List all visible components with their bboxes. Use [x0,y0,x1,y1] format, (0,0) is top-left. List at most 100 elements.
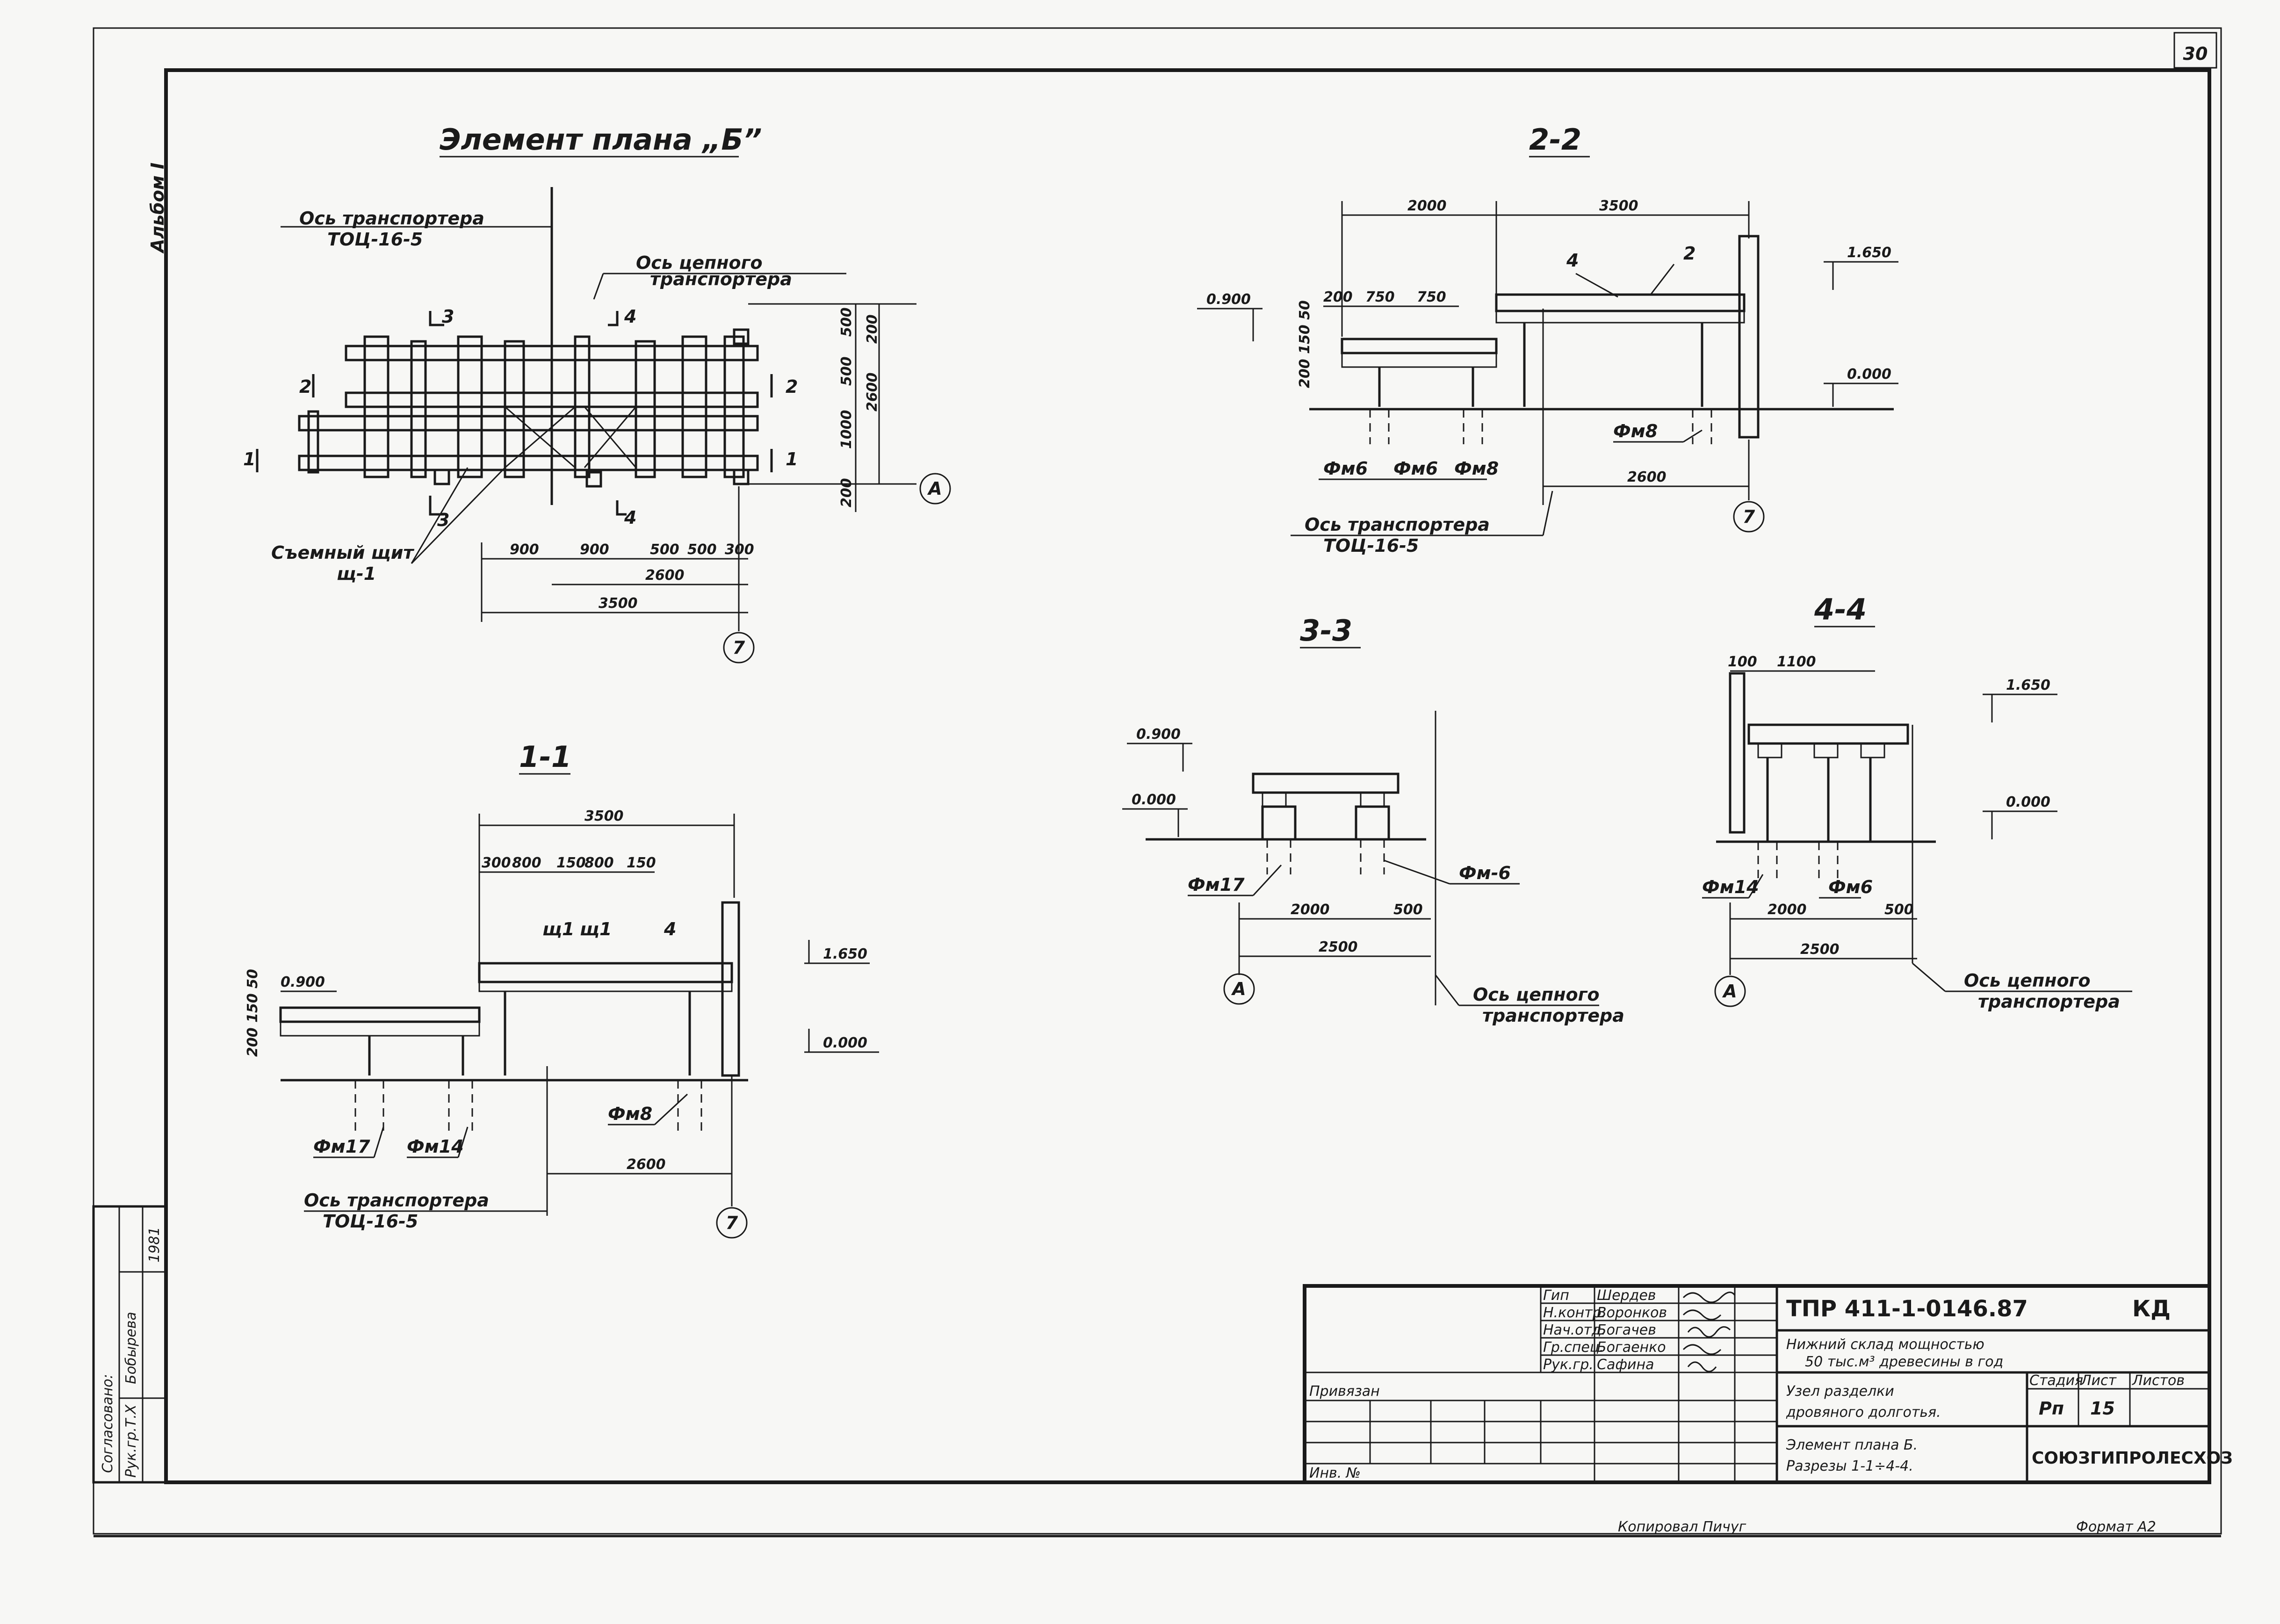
tb-subject-1: Узел разделки [1786,1383,1894,1400]
plan-post [363,335,390,478]
plan-dim-bottom-3: 500 [650,541,679,558]
tb-role-3: Нач.отд. [1543,1322,1606,1338]
plan-post [504,340,525,478]
plan-chain-axis-2: транспортера [650,269,792,289]
sec11-level-1650: 1.650 [823,946,867,962]
tb-name-1: Шердев [1597,1287,1656,1304]
plan-cut-1-right: 1 [786,449,798,469]
plan-dim-bottom-2: 900 [580,541,609,558]
sec33-chain-axis-2: транспортера [1482,1005,1624,1026]
tb-stage: Рп [2039,1398,2064,1419]
sec44-chain-axis-1: Ось цепного [1964,970,2091,991]
signature-mark [1682,1344,1722,1355]
section-2-2: 2-2 2000 3500 200 750 750 4 2 [1197,123,1898,556]
plan-post [307,410,319,474]
sec44-post [1729,672,1746,834]
left-stamp-row1: Рук.гр.Т.Х [123,1404,139,1478]
tb-name-4: Богаенко [1597,1339,1666,1356]
sec22-level-1650: 1.650 [1847,245,1891,261]
sec11-fm17: Фм17 [313,1136,370,1157]
sec11-level-0900: 0.900 [281,974,325,990]
sec33-dim-2000: 2000 [1291,902,1330,918]
section-3-3: 3-3 0.900 0.000 Фм17 Фм-6 2000 500 2500 … [1122,614,1624,1026]
sec22-dim-2000: 2000 [1407,198,1447,214]
album-label: Альбом I [147,163,168,254]
plan-axis-label-1: Ось транспортера [299,208,484,229]
sec11-axis-label-1: Ось транспортера [304,1190,489,1211]
sec22-dim-2600: 2600 [1627,469,1667,485]
plan-chain-axis-1: Ось цепного [636,253,763,273]
sec22-axis-7: 7 [1743,506,1755,527]
plan-shield-label-1: Съемный щит [271,542,414,563]
sec22-post [1738,235,1760,439]
sec33-level-0000: 0.000 [1132,792,1176,808]
sec22-axis-label-1: Ось транспортера [1305,514,1490,535]
plan-cut-4-top: 4 [624,306,636,327]
sec11-axis-label-2: ТОЦ-16-5 [323,1211,418,1232]
sec33-fm6: Фм-6 [1459,863,1511,883]
sec44-deck [1747,723,1909,745]
sec11-dim-top-3: 150 [556,855,586,871]
tb-sheet: 15 [2090,1398,2115,1419]
sec44-dim-2000: 2000 [1768,902,1807,918]
sec11-label-sh1a: щ1 [542,919,574,939]
sec11-dim-3500: 3500 [584,808,624,824]
plan-dim-bottom-1: 900 [510,541,539,558]
tb-doc-code: ТПР 411-1-0146.87 [1786,1296,2028,1322]
plan-dim-2600: 2600 [645,567,685,584]
sec11-fm14: Фм14 [407,1136,464,1157]
sec33-chain-axis-1: Ось цепного [1473,984,1600,1005]
plan-title: Элемент плана „Б” [440,123,762,157]
sec11-dim-top-4: 800 [584,855,614,871]
sec44-level-0000: 0.000 [2006,794,2050,810]
sec33-fm17: Фм17 [1188,874,1245,895]
sec11-dim-2600: 2600 [627,1156,666,1173]
left-stamp-year: 1981 [146,1227,163,1263]
tb-role-4: Гр.спец. [1543,1339,1604,1356]
sec11-label-4: 4 [664,919,676,939]
plan-rail [345,391,759,408]
sheet-number-box [2173,32,2217,69]
sec44-fm6: Фм6 [1828,877,1873,897]
sec22-label-2: 2 [1683,243,1696,264]
footer-format: Формат А2 [2076,1519,2156,1535]
tb-content-1: Элемент плана Б. [1786,1437,1918,1453]
sec22-lower-deck [1341,338,1498,354]
sec11-vert-dims: 200 150 50 [245,969,261,1057]
sec33-dim-2500: 2500 [1319,939,1358,955]
left-stamp-agreed: Согласовано: [100,1374,116,1473]
sec22-fm8a: Фм8 [1454,458,1499,479]
sec44-dim-100: 100 [1728,654,1757,670]
plan-axis-7-marker [723,632,755,664]
plan-block [585,471,602,488]
tb-project-1: Нижний склад мощностью [1786,1336,1984,1353]
plan-axis-7: 7 [733,637,745,658]
sec11-label-sh1b: щ1 [580,919,612,939]
sec22-title: 2-2 [1529,123,1581,157]
plan-rail [345,345,759,361]
sec22-dim-small-3: 750 [1417,289,1446,305]
plan-dim-right-2: 500 [838,356,855,386]
sec11-lower-deck [279,1006,481,1023]
sec33-axis-a-marker [1223,973,1255,1005]
sec44-dim-500: 500 [1884,902,1914,918]
tb-privyazan: Привязан [1309,1383,1380,1400]
tb-name-2: Воронков [1597,1305,1667,1321]
sec11-axis-7-marker [716,1207,748,1239]
inner-frame [164,68,2211,1484]
plan-dim-right-6: 2600 [864,373,880,412]
tb-organization: СОЮЗГИПРОЛЕСХОЗ [2032,1449,2233,1468]
sec22-axis-7-marker [1733,501,1765,533]
sec33-level-0900: 0.900 [1136,726,1181,743]
plan-block [433,469,450,485]
sec22-fm6b: Фм6 [1393,458,1438,479]
tb-role-1: Гип [1543,1287,1569,1304]
plan-rail [298,415,759,432]
sec44-dim-2500: 2500 [1800,941,1840,958]
sec22-dim-3500: 3500 [1599,198,1638,214]
plan-dim-right-1: 500 [838,307,855,337]
plan-block [733,469,750,485]
sec11-dim-top-5: 150 [627,855,656,871]
plan-cut-2-left: 2 [299,376,311,397]
sec33-dim-500: 500 [1393,902,1423,918]
